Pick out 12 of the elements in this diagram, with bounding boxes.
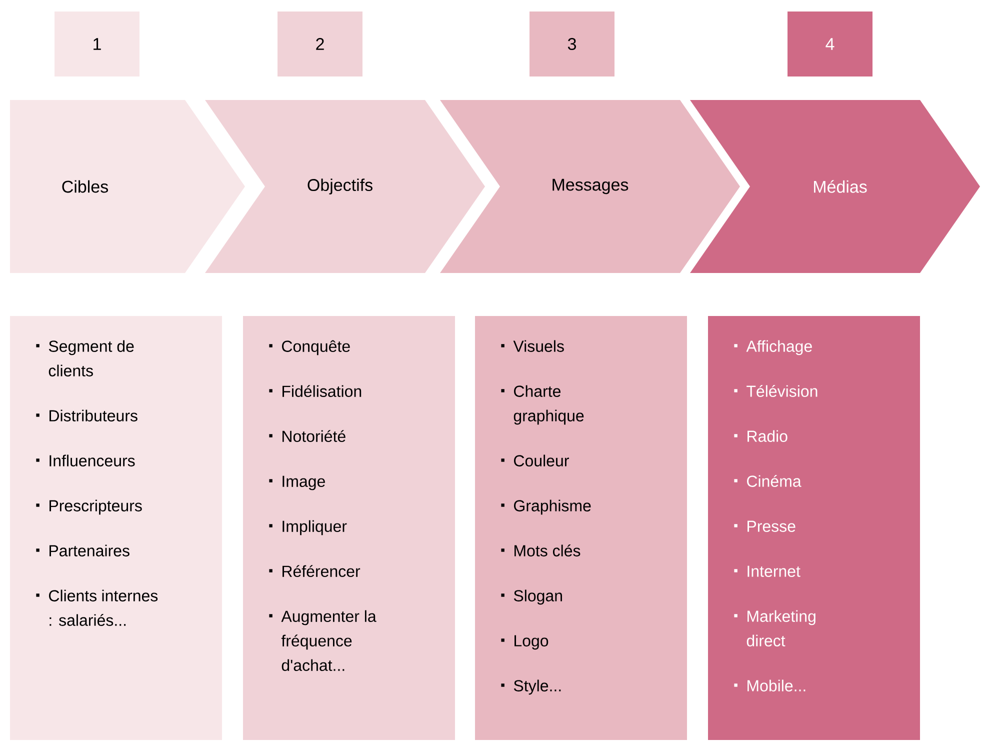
step-number-box: 3 [530,12,614,76]
step-number-box: 1 [54,12,140,76]
chevron-banner: Cibles [10,100,245,273]
step-number-box: 4 [788,12,872,76]
list-box: Visuels Charte graphique Couleur Graphisme Mots clés Slogan Logo Style... [475,316,687,740]
list-box: Affichage Télévision Radio Cinéma Presse Internet Marketing direct Mobile... [708,316,920,740]
chevron-banner: Objectifs [205,100,485,273]
list-box: Conquête Fidélisation Notoriété Image Impliquer Référencer Augmenter la fréquence d'achat... [243,316,455,740]
chevron-banner: Médias [690,100,980,273]
chevron-banner: Messages [440,100,740,273]
list-box: Segment de clients Distributeurs Influenceurs Prescripteurs Partenaires Clients internes : salariés... [10,316,222,740]
step-number-box: 2 [278,12,362,76]
